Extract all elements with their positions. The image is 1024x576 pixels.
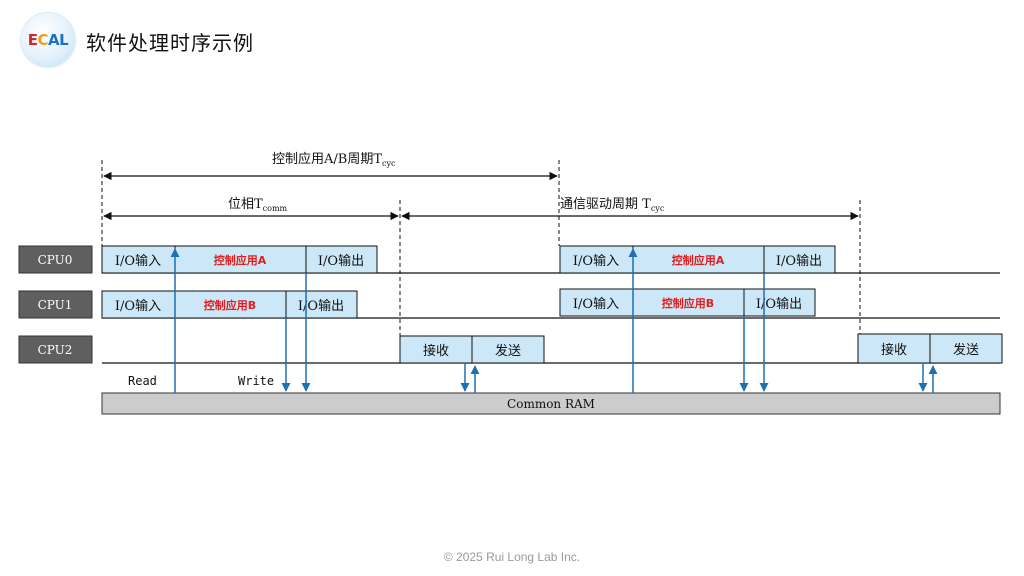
cpu2-recv-block: 接收 — [399, 335, 473, 364]
cpu1-label: CPU1 — [18, 290, 93, 319]
cpu1-app-b-block: 控制应用B — [174, 290, 287, 319]
cpu0-io-out-block: I/O输出 — [305, 245, 378, 274]
svg-text:控制应用B: 控制应用B — [662, 296, 714, 310]
cpu1-app-b-block: 控制应用B — [632, 288, 745, 317]
svg-text:I/O输入: I/O输入 — [573, 253, 619, 269]
cpu1-io-in-block: I/O输入 — [101, 290, 176, 319]
cpu2-send-block: 发送 — [929, 333, 1003, 364]
guide-lines — [101, 160, 861, 336]
cpu1-io-in-block: I/O输入 — [559, 288, 634, 317]
phase-label: 位相Tcomm — [228, 197, 288, 213]
svg-text:控制应用B: 控制应用B — [204, 298, 256, 312]
svg-text:Common RAM: Common RAM — [507, 397, 595, 411]
cpu0-io-in-block: I/O输入 — [559, 245, 634, 274]
copyright-footer: © 2025 Rui Long Lab Inc. — [443, 550, 581, 564]
period-app-label: 控制应用A/B周期Tcyc — [272, 151, 396, 168]
svg-text:发送: 发送 — [953, 342, 979, 358]
svg-text:I/O输出: I/O输出 — [756, 296, 802, 312]
svg-text:接收: 接收 — [881, 342, 907, 358]
cpu0-io-out-block: I/O输出 — [763, 245, 836, 274]
page-title: 软件处理时序示例 — [86, 31, 254, 55]
svg-text:I/O输入: I/O输入 — [573, 296, 619, 312]
common-ram-block: Common RAM — [101, 392, 1001, 415]
read-arrows — [170, 248, 938, 393]
cpu0-app-a-block: 控制应用A — [174, 245, 307, 274]
svg-text:控制应用A: 控制应用A — [672, 253, 725, 267]
write-label: Write — [238, 374, 274, 388]
cpu0-label: CPU0 — [18, 245, 93, 274]
svg-text:I/O输出: I/O输出 — [776, 253, 822, 269]
logo-text: ECAL — [27, 31, 69, 49]
svg-text:CPU0: CPU0 — [38, 253, 73, 267]
cpu0-io-in-block: I/O输入 — [101, 245, 176, 274]
cpu1-io-out-block: I/O输出 — [743, 288, 816, 317]
svg-text:CPU2: CPU2 — [38, 343, 73, 357]
cpu2-recv-block: 接收 — [857, 333, 931, 364]
cpu1-io-out-block: I/O输出 — [285, 290, 358, 319]
cpu2-label: CPU2 — [18, 335, 93, 364]
svg-text:发送: 发送 — [495, 343, 521, 359]
cpu2-send-block: 发送 — [471, 335, 545, 364]
svg-text:I/O输入: I/O输入 — [115, 253, 161, 269]
write-arrows — [281, 273, 928, 392]
svg-text:接收: 接收 — [423, 343, 449, 359]
period-comm-label: 通信驱动周期 Tcyc — [560, 197, 665, 213]
svg-text:I/O输出: I/O输出 — [298, 298, 344, 314]
cpu0-app-a-block: 控制应用A — [632, 245, 765, 274]
svg-text:控制应用A: 控制应用A — [214, 253, 267, 267]
svg-text:CPU1: CPU1 — [38, 298, 73, 312]
read-label: Read — [128, 374, 157, 388]
svg-text:I/O输入: I/O输入 — [115, 298, 161, 314]
ecal-logo: ECAL — [21, 13, 75, 67]
svg-text:I/O输出: I/O输出 — [318, 253, 364, 269]
